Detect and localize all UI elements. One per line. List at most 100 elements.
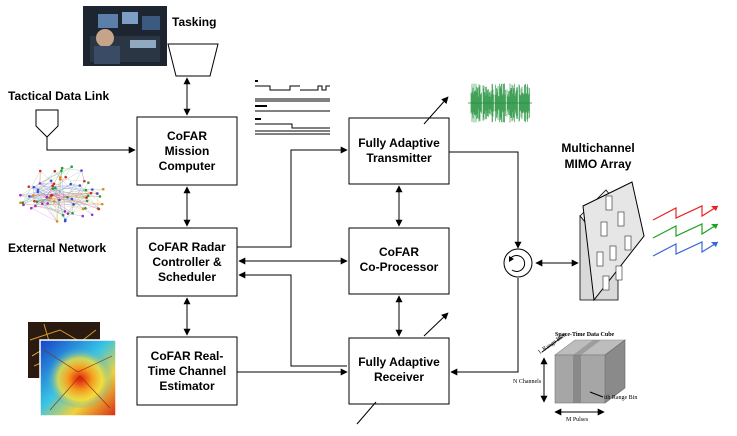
network-node: [22, 203, 25, 207]
network-edge: [62, 167, 82, 171]
connectors: [46, 77, 579, 425]
network-edge: [39, 183, 58, 222]
network-node: [58, 198, 61, 202]
mimo-array-line-1: Multichannel: [561, 141, 634, 155]
channel-estimator-line-1: CoFAR Real-: [151, 349, 224, 363]
network-node: [66, 212, 70, 215]
network-node: [97, 207, 101, 211]
network-node: [32, 185, 35, 189]
cube-title: Space-Time Data Cube: [555, 332, 615, 338]
network-edge: [54, 177, 61, 202]
wave-line: [652, 205, 719, 221]
network-edge: [39, 183, 98, 194]
network-node: [31, 194, 35, 197]
network-node: [45, 195, 49, 199]
operator-photo: [83, 6, 167, 66]
network-node: [27, 185, 31, 188]
tactical-data-link-label: Tactical Data Link: [8, 89, 109, 103]
network-node: [52, 182, 56, 186]
wave-arrowhead: [711, 224, 718, 229]
network-node: [86, 194, 90, 198]
network-node: [60, 169, 63, 172]
network-node: [58, 178, 62, 181]
network-node: [21, 201, 25, 205]
mission-computer-line-3: Computer: [159, 159, 216, 173]
network-edge: [29, 196, 86, 209]
network-node: [87, 181, 90, 185]
mission-computer-box: [136, 116, 238, 186]
network-edge: [31, 208, 58, 222]
waveform-timing-diagram: [255, 80, 330, 135]
network-node: [49, 194, 53, 197]
external-network-graph: [19, 165, 105, 223]
network-edge: [67, 213, 83, 217]
network-edge: [33, 186, 89, 196]
network-node: [81, 214, 85, 218]
network-node: [100, 202, 104, 206]
network-edge: [34, 200, 103, 205]
network-edge: [37, 166, 72, 191]
network-node: [91, 188, 94, 191]
receiver-line-2: Receiver: [374, 370, 424, 384]
wave-arrowhead: [711, 242, 718, 247]
network-edge: [67, 181, 85, 214]
network-node: [60, 166, 64, 170]
network-edge: [52, 188, 58, 222]
wave-arrowhead: [711, 206, 718, 211]
network-node: [101, 187, 105, 191]
network-edge: [33, 170, 62, 188]
network-edge: [32, 187, 34, 196]
network-node: [29, 206, 33, 210]
network-edge: [54, 183, 86, 191]
transmitter-line-1: Fully Adaptive: [358, 136, 440, 150]
network-edge: [49, 197, 68, 199]
network-node: [71, 211, 74, 215]
external-network-label: External Network: [8, 241, 106, 255]
network-node: [36, 190, 40, 194]
channel-estimator-line-2: Time Channel: [148, 364, 226, 378]
network-node: [69, 182, 73, 186]
network-node: [49, 179, 53, 183]
network-edge: [81, 170, 85, 182]
network-node: [81, 207, 85, 211]
network-edge: [33, 186, 99, 210]
network-edge: [37, 191, 52, 196]
radar-controller-line-1: CoFAR Radar: [148, 240, 226, 254]
network-node: [89, 191, 93, 195]
mission-computer-line-2: Mission: [165, 144, 210, 158]
coprocessor-line-1: CoFAR: [379, 245, 419, 259]
network-edge: [22, 196, 30, 203]
network-node: [84, 207, 87, 210]
network-node: [46, 202, 49, 205]
coprocessor-box: [348, 227, 450, 295]
coprocessor-line-2: Co-Processor: [360, 260, 439, 274]
transmit-waveform-bursts: [468, 83, 532, 123]
network-node: [70, 165, 74, 169]
network-node: [63, 210, 67, 213]
tasking-label: Tasking: [172, 15, 216, 29]
network-node: [80, 169, 83, 172]
network-edge: [22, 185, 53, 203]
network-node: [33, 199, 36, 203]
tasking-input-shape: [167, 43, 219, 77]
network-node: [58, 176, 62, 179]
network-node: [28, 195, 31, 198]
network-node: [52, 200, 56, 203]
network-edge: [79, 185, 103, 205]
network-node: [19, 193, 22, 197]
network-node: [61, 213, 65, 217]
network-node: [66, 195, 69, 199]
radar-controller-box: [136, 227, 238, 297]
network-node: [70, 197, 74, 201]
network-node: [64, 175, 68, 179]
wave-line: [652, 223, 719, 239]
network-node: [19, 201, 22, 205]
channel-estimator-line-3: Estimator: [159, 379, 215, 393]
network-edge: [73, 200, 88, 205]
mission-computer-line-1: CoFAR: [167, 129, 207, 143]
cube-axis-pulses: M Pulses: [566, 417, 589, 423]
wave-line: [652, 241, 719, 257]
mimo-array-panel: [579, 181, 645, 302]
network-node: [98, 195, 102, 198]
